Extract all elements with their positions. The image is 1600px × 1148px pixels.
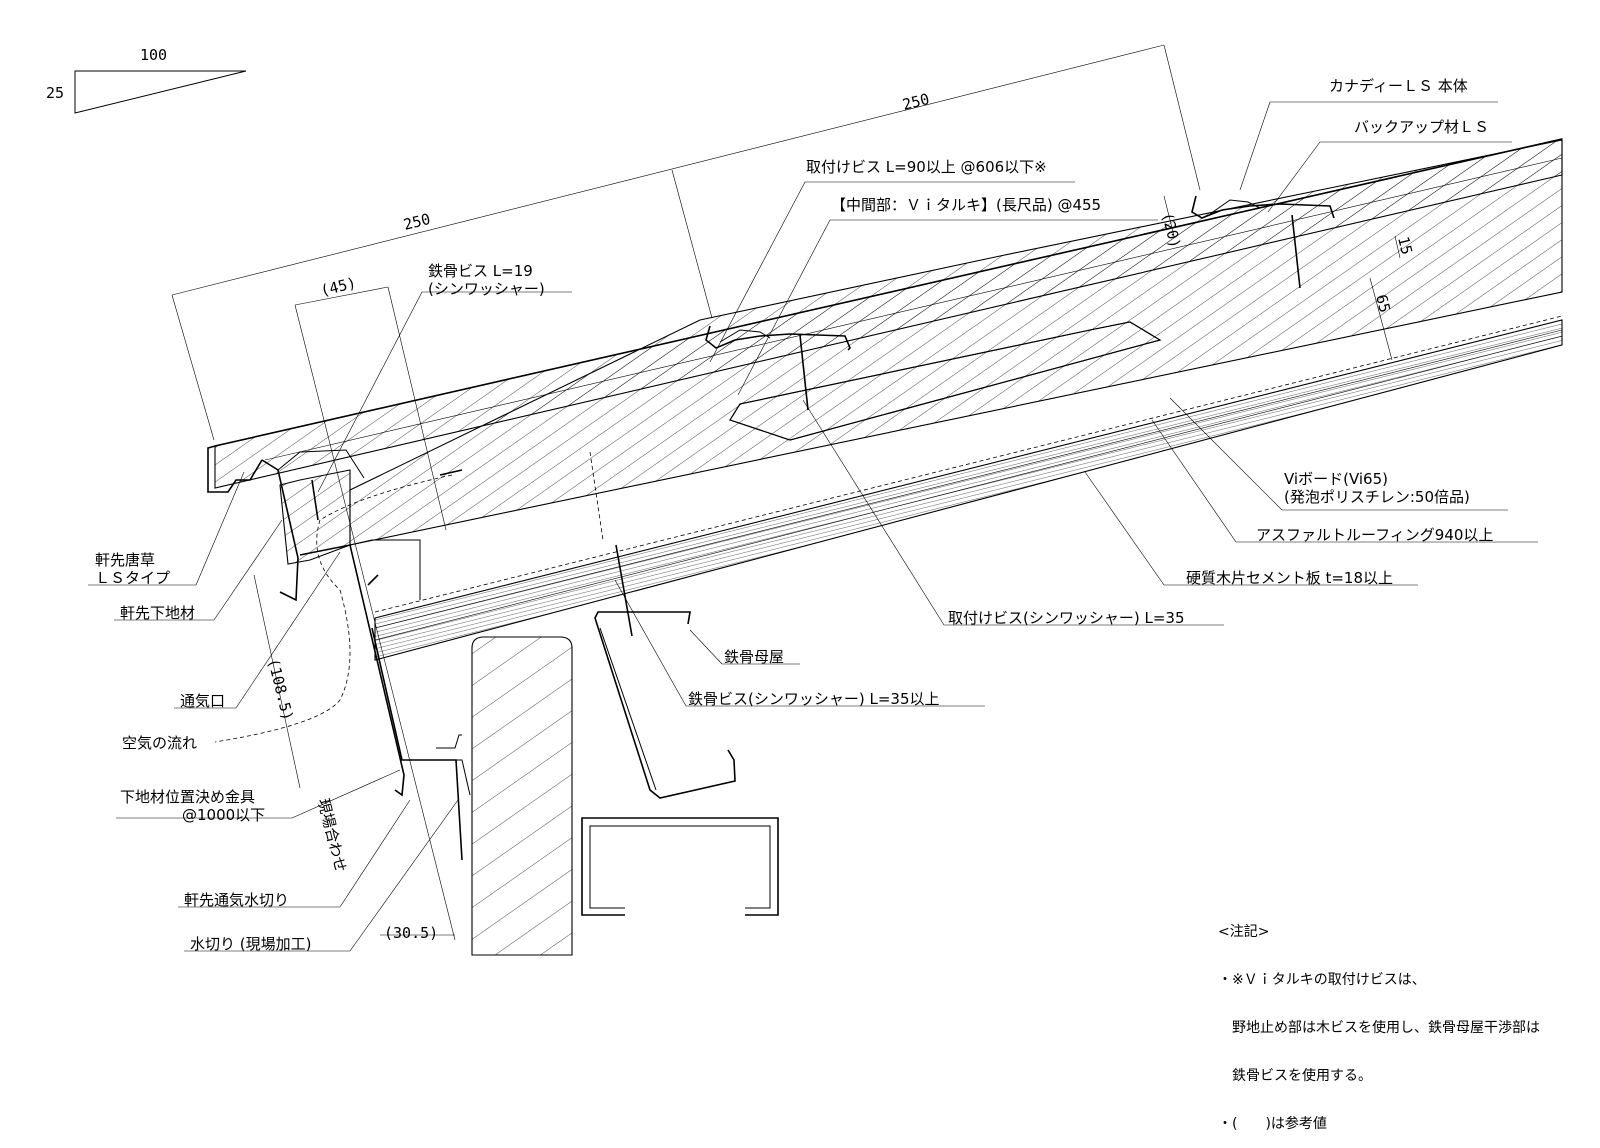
label-drip-flashing: 水切り (現場加工) xyxy=(190,935,311,953)
screws xyxy=(311,214,1301,637)
asphalt-roofing-line xyxy=(374,315,1563,613)
dim-15: 15 xyxy=(1394,235,1416,257)
label-site-fit: 現場合わせ xyxy=(314,797,350,874)
cement-board xyxy=(374,319,1563,661)
label-mount-screw-top: 取付けビス L=90以上 @606以下※ xyxy=(806,158,1047,176)
eave-base-member xyxy=(279,469,421,797)
dim-65: 65 xyxy=(1372,293,1394,315)
label-eave-base: 軒先下地材 xyxy=(120,604,195,622)
label-eave-fascia-type: ＬＳタイプ xyxy=(95,569,170,587)
dim-108-5: (108.5) xyxy=(264,657,297,723)
label-vi-board-material: (発泡ポリスチレン:50倍品) xyxy=(1284,488,1470,506)
steel-purlin xyxy=(594,611,736,799)
roof-eave-section-drawing: 100 25 xyxy=(46,44,1563,956)
vi-rafter xyxy=(729,321,1162,441)
notes-title: <注記> xyxy=(1218,924,1270,940)
label-mount-screw-35: 取付けビス(シンワッシャー) L=35 xyxy=(948,609,1185,627)
label-canady-body: カナディーＬＳ 本体 xyxy=(1329,77,1468,95)
slope-indicator: 100 25 xyxy=(46,46,247,114)
label-vent: 通気口 xyxy=(180,692,225,710)
slope-rise-label: 25 xyxy=(46,84,64,102)
label-airflow: 空気の流れ xyxy=(122,734,197,752)
label-eave-fascia: 軒先唐草 xyxy=(95,551,155,569)
label-eave-vent-flashing: 軒先通気水切り xyxy=(184,891,289,909)
panel-joint-2 xyxy=(1191,195,1335,219)
label-backup-material: バックアップ材ＬＳ xyxy=(1354,118,1489,136)
eave-flashing xyxy=(371,627,471,861)
dimension-lines xyxy=(171,44,1401,941)
labels: カナディーＬＳ 本体 バックアップ材ＬＳ 取付けビス L=90以上 @606以下… xyxy=(95,77,1493,953)
notes-block: <注記> ・※Ｖｉタルキの取付けビスは、 野地止め部は木ビスを使用し、鉄骨母屋干… xyxy=(1218,892,1540,1148)
label-steel-purlin: 鉄骨母屋 xyxy=(724,648,784,666)
label-cement-board: 硬質木片セメント板 t=18以上 xyxy=(1186,569,1393,587)
label-positioning-bracket: 下地材位置決め金具 xyxy=(120,788,255,806)
label-asphalt-roofing: アスファルトルーフィング940以上 xyxy=(1256,526,1493,544)
notes-line-3: 鉄骨ビスを使用する。 xyxy=(1232,1068,1372,1084)
notes-line-2: 野地止め部は木ビスを使用し、鉄骨母屋干渉部は xyxy=(1232,1020,1540,1036)
panel-joint-1 xyxy=(705,325,851,351)
label-steel-screw-l19-washer: (シンワッシャー) xyxy=(428,280,545,298)
label-vi-board: Viボード(Vi65) xyxy=(1284,470,1388,488)
label-steel-screw-35: 鉄骨ビス(シンワッシャー) L=35以上 xyxy=(688,690,940,708)
notes-line-1: ・※Ｖｉタルキの取付けビスは、 xyxy=(1218,972,1426,988)
dim-30-5: (30.5) xyxy=(384,924,438,942)
slope-run-label: 100 xyxy=(140,46,167,64)
label-positioning-bracket-pitch: @1000以下 xyxy=(182,806,265,824)
label-steel-screw-l19: 鉄骨ビス L=19 xyxy=(428,262,533,280)
airflow-path xyxy=(214,474,453,743)
steel-channel xyxy=(581,817,779,916)
dim-250-right: 250 xyxy=(901,90,932,114)
notes-line-4: ・( )は参考値 xyxy=(1218,1116,1327,1132)
leader-lines xyxy=(88,101,1538,952)
roof-panel xyxy=(214,138,1563,489)
label-middle-rafter: 【中間部：Ｖｉタルキ】(長尺品) @455 xyxy=(831,196,1101,214)
timber-post xyxy=(471,636,573,956)
dim-45: (45) xyxy=(319,274,358,300)
